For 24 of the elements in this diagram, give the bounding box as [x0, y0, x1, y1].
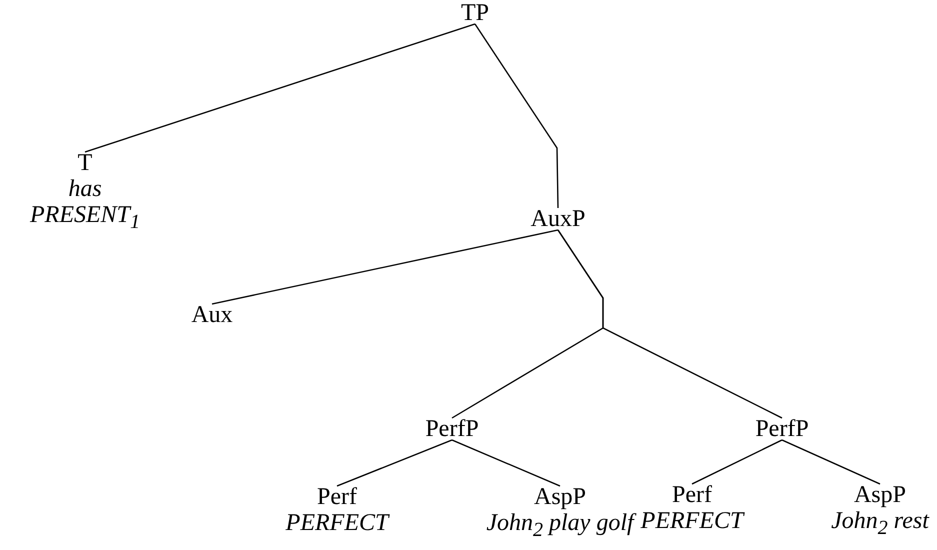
category-label: TP — [461, 0, 489, 26]
category-label: Perf — [316, 484, 358, 510]
lexical-item: PRESENT$_{1}$ — [30, 202, 140, 235]
lexical-item: PERFECT — [286, 510, 388, 536]
tree-branch — [452, 439, 560, 487]
tree-branch — [782, 439, 880, 485]
tree-branch — [212, 229, 558, 305]
category-label: Perf — [671, 482, 713, 508]
lexical-item: John$_{2}$ play golf — [486, 510, 634, 543]
category-label: AspP — [532, 484, 588, 510]
category-label: PerfP — [425, 416, 479, 442]
category-label: AuxP — [530, 206, 586, 232]
tree-branch — [474, 24, 559, 208]
category-label: PerfP — [755, 416, 809, 442]
lexical-item: has — [67, 176, 103, 202]
tree-branch — [84, 23, 476, 153]
lexical-item: PERFECT — [640, 508, 744, 534]
tree-branch — [557, 230, 782, 419]
category-label: AspP — [852, 482, 907, 508]
category-label: T — [76, 150, 94, 176]
lexical-item: John$_{2}$ rest — [831, 508, 929, 541]
tree-branch — [336, 439, 452, 487]
category-label: Aux — [191, 302, 233, 328]
tree-branch — [692, 439, 782, 485]
